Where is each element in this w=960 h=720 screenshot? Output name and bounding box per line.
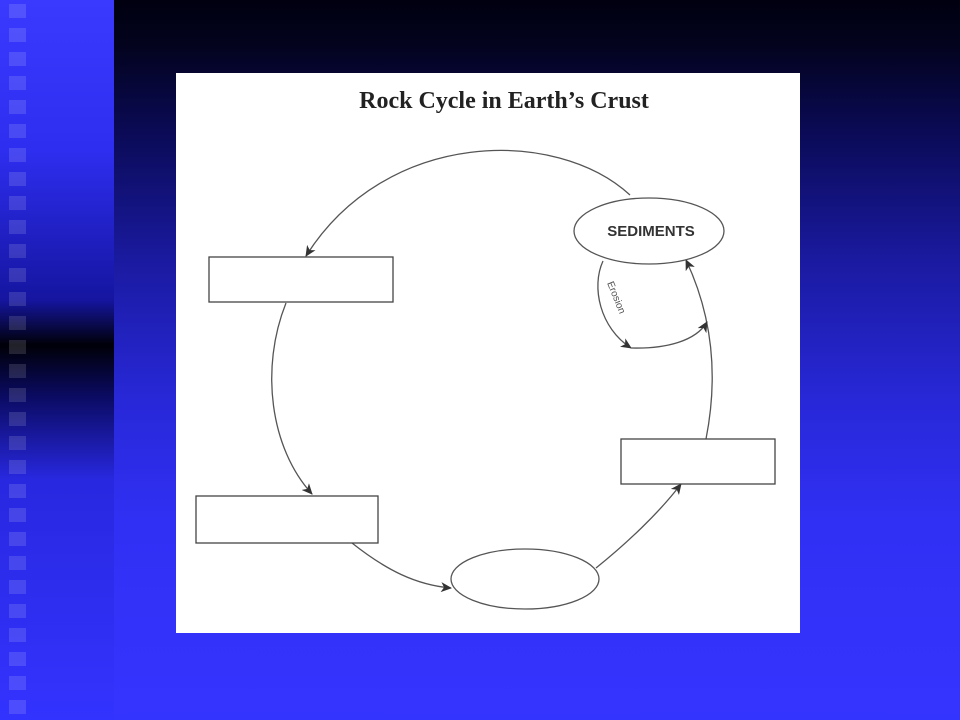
arrow-erosion-loop-out [630, 321, 708, 349]
arrow-sediments-to-top-left-box [305, 149, 631, 257]
arrow-bottom-left-box-to-bottom-ellipse [351, 542, 452, 593]
arrow-bottom-ellipse-to-right-box [595, 483, 682, 569]
erosion-label: Erosion [604, 280, 627, 316]
node-top-left-box [208, 256, 394, 303]
diagram-panel: Rock Cycle in Earth’s Crust SEDIMENTS Er… [176, 73, 800, 633]
arrow-erosion-loop-in [597, 260, 632, 349]
slide-left-strip [0, 0, 114, 720]
node-bottom-ellipse [450, 548, 600, 610]
decorative-squares [6, 0, 26, 720]
rock-cycle-diagram: Rock Cycle in Earth’s Crust SEDIMENTS Er… [195, 88, 776, 610]
arrow-right-box-to-sediments [685, 259, 713, 440]
node-sediments: SEDIMENTS [573, 197, 725, 265]
sediments-label: SEDIMENTS [607, 223, 695, 240]
diagram-title: Rock Cycle in Earth’s Crust [359, 88, 649, 114]
arrow-top-left-box-to-bottom-left-box [271, 302, 313, 495]
node-bottom-left-box [195, 495, 379, 544]
node-right-box [620, 438, 776, 485]
